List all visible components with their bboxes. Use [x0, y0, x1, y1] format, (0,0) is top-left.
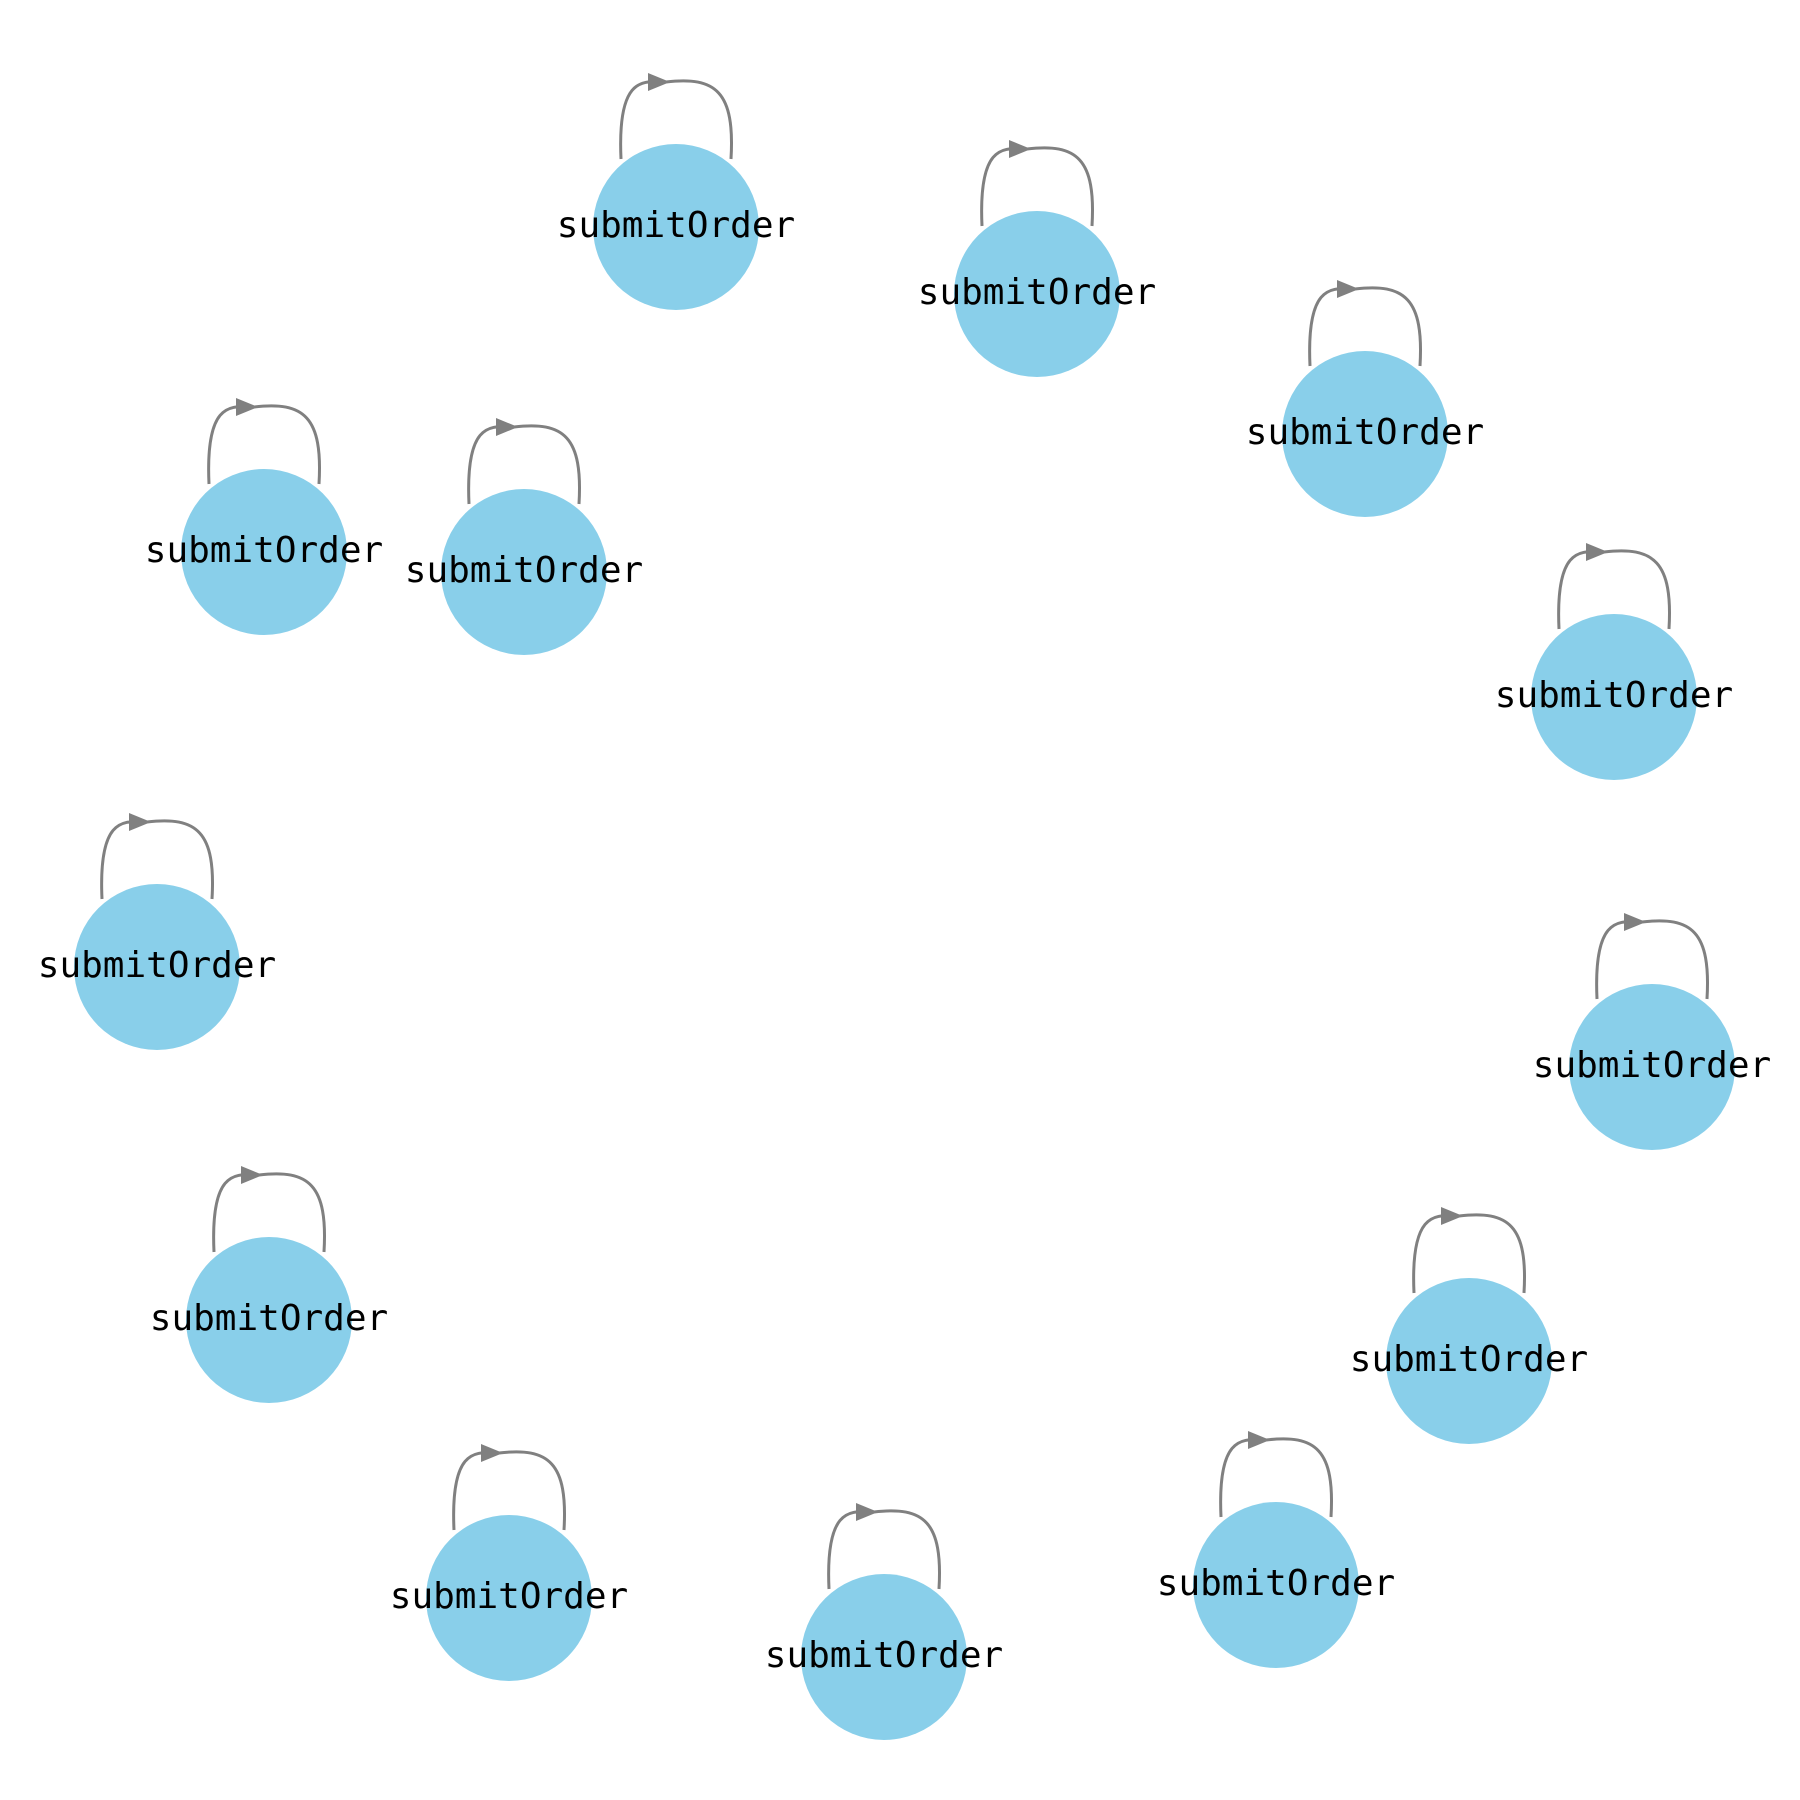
node-label: submitOrder [1157, 1563, 1395, 1604]
graph-node: submitOrder [1246, 351, 1484, 517]
node-label: submitOrder [405, 550, 643, 591]
node-circle [1193, 1502, 1359, 1668]
node-label: submitOrder [150, 1298, 388, 1339]
node-label: submitOrder [1350, 1339, 1588, 1380]
arrow-head-icon [236, 398, 258, 416]
node-label: submitOrder [145, 530, 383, 571]
node-circle [954, 211, 1120, 377]
node-circle [181, 469, 347, 635]
self-loop-edge [100, 813, 215, 900]
arrow-head-icon [1009, 140, 1031, 158]
node-label: submitOrder [918, 272, 1156, 313]
self-loop-edge [619, 73, 734, 160]
arrow-head-icon [1586, 543, 1608, 561]
graph-node: submitOrder [765, 1574, 1003, 1740]
self-loop-edge [467, 418, 582, 505]
node-circle [186, 1237, 352, 1403]
graph-node: submitOrder [557, 144, 795, 310]
graph-node: submitOrder [1350, 1278, 1588, 1444]
self-loop-edge [980, 140, 1095, 227]
graph-node: submitOrder [38, 884, 276, 1050]
node-label: submitOrder [557, 205, 795, 246]
self-loop-edge [827, 1503, 942, 1590]
node-circle [1569, 984, 1735, 1150]
node-label: submitOrder [38, 945, 276, 986]
self-loop-edge [1412, 1207, 1527, 1294]
arrow-head-icon [648, 73, 670, 91]
node-label: submitOrder [1495, 675, 1733, 716]
graph-node: submitOrder [1157, 1502, 1395, 1668]
node-circle [1386, 1278, 1552, 1444]
self-loop-edge [1557, 543, 1672, 630]
edges [100, 73, 1710, 1590]
node-label: submitOrder [390, 1576, 628, 1617]
self-loop-edge [1595, 913, 1710, 1000]
node-circle [441, 489, 607, 655]
self-loop-edge [1219, 1431, 1334, 1518]
graph-node: submitOrder [405, 489, 643, 655]
self-loop-edge [207, 398, 322, 485]
arrow-head-icon [496, 418, 518, 436]
arrow-head-icon [856, 1503, 878, 1521]
arrow-head-icon [129, 813, 151, 831]
graph-node: submitOrder [145, 469, 383, 635]
self-loop-edge [1308, 280, 1423, 367]
node-label: submitOrder [1246, 412, 1484, 453]
arrow-head-icon [241, 1166, 263, 1184]
node-circle [426, 1515, 592, 1681]
arrow-head-icon [1248, 1431, 1270, 1449]
node-circle [593, 144, 759, 310]
node-label: submitOrder [765, 1635, 1003, 1676]
graph-node: submitOrder [150, 1237, 388, 1403]
nodes: submitOrder submitOrder submitOrder submitO… [38, 144, 1771, 1740]
node-circle [1531, 614, 1697, 780]
arrow-head-icon [481, 1444, 503, 1462]
graph-node: submitOrder [1533, 984, 1771, 1150]
node-circle [74, 884, 240, 1050]
graph-node: submitOrder [390, 1515, 628, 1681]
node-circle [1282, 351, 1448, 517]
arrow-head-icon [1441, 1207, 1463, 1225]
arrow-head-icon [1337, 280, 1359, 298]
self-loop-edge [212, 1166, 327, 1253]
graph-node: submitOrder [1495, 614, 1733, 780]
node-label: submitOrder [1533, 1045, 1771, 1086]
arrow-head-icon [1624, 913, 1646, 931]
graph-node: submitOrder [918, 211, 1156, 377]
node-circle [801, 1574, 967, 1740]
self-loop-edge [452, 1444, 567, 1531]
